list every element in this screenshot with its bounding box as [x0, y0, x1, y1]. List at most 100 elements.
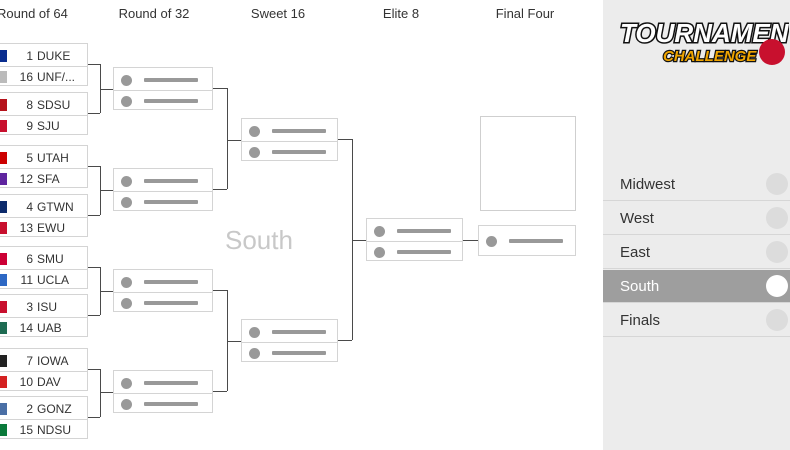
team-seed: 13 [19, 221, 33, 235]
sidebar-item-west[interactable]: West [603, 202, 790, 235]
gonz-logo-icon [0, 403, 7, 415]
round-header: Elite 8 [382, 6, 420, 21]
tournament-challenge-logo: TOURNAMENT TOURNAMENT CHALLENGE CHALLENG… [619, 17, 790, 67]
sdsu-logo-icon [0, 99, 7, 111]
divider [114, 292, 212, 293]
bracket-connector [213, 290, 227, 291]
divider [114, 90, 212, 91]
bracket-connector [227, 140, 241, 141]
bracket-connector [88, 215, 100, 216]
empty-pick-slot[interactable] [479, 231, 575, 251]
final-four-placeholder [480, 116, 576, 211]
pick-placeholder-bar [272, 330, 326, 334]
divider [114, 393, 212, 394]
isu-logo-icon [0, 301, 7, 313]
bracket-connector [88, 369, 100, 370]
empty-pick-slot[interactable] [114, 373, 212, 393]
team-name: SFA [37, 172, 60, 186]
sidebar-item-label: South [620, 278, 660, 295]
uab-logo-icon [0, 322, 7, 334]
bracket-connector [88, 64, 100, 65]
pick-placeholder-bar [144, 381, 198, 385]
iowa-logo-icon [0, 355, 7, 367]
pick-placeholder-bar [144, 200, 198, 204]
team-name: DUKE [37, 49, 71, 63]
empty-pick-slot[interactable] [114, 91, 212, 111]
empty-pick-slot[interactable] [242, 343, 337, 363]
empty-pick-slot[interactable] [114, 70, 212, 90]
round-header: Sweet 16 [250, 6, 306, 21]
divider [0, 317, 87, 318]
empty-pick-slot[interactable] [114, 171, 212, 191]
divider [0, 168, 87, 169]
sidebar-item-east[interactable]: East [603, 236, 790, 269]
pick-placeholder-bar [144, 280, 198, 284]
empty-pick-slot[interactable] [114, 192, 212, 212]
sju-logo-icon [0, 120, 7, 132]
status-circle-icon [766, 207, 788, 229]
team-name: UCLA [37, 273, 70, 287]
bracket-connector [338, 340, 352, 341]
status-circle-icon [766, 309, 788, 331]
sidebar-item-finals[interactable]: Finals [603, 304, 790, 337]
sidebar-item-label: Finals [620, 312, 661, 329]
matchup-round-of-32 [113, 168, 213, 211]
status-circle-icon [766, 173, 788, 195]
pick-circle-icon [121, 175, 132, 187]
ewu-logo-icon [0, 222, 7, 234]
empty-pick-slot[interactable] [242, 142, 337, 162]
bracket-connector [88, 113, 100, 114]
team-seed: 6 [26, 252, 33, 266]
sidebar-item-south[interactable]: South [603, 270, 790, 303]
status-circle-icon [766, 241, 788, 263]
ndsu-logo-icon [0, 424, 7, 436]
empty-pick-slot[interactable] [367, 242, 462, 262]
team-name: SJU [37, 119, 60, 133]
team-seed: 5 [26, 151, 33, 165]
matchup-round-of-32 [113, 370, 213, 413]
empty-pick-slot[interactable] [242, 121, 337, 141]
team-slot[interactable]: 1 DUKE [0, 46, 87, 66]
empty-pick-slot[interactable] [114, 293, 212, 313]
team-slot[interactable]: 5 UTAH [0, 148, 87, 168]
bracket-connector [100, 190, 113, 191]
empty-pick-slot[interactable] [114, 394, 212, 414]
pick-placeholder-bar [272, 129, 326, 133]
empty-pick-slot[interactable] [242, 322, 337, 342]
team-name: UTAH [37, 151, 69, 165]
team-name: GTWN [37, 200, 74, 214]
empty-pick-slot[interactable] [367, 221, 462, 241]
bracket-connector [88, 267, 100, 268]
team-seed: 1 [26, 49, 33, 63]
svg-text:TOURNAMENT: TOURNAMENT [620, 18, 789, 48]
pick-placeholder-bar [144, 179, 198, 183]
team-name: DAV [37, 375, 61, 389]
round-header: Final Four [495, 6, 555, 21]
sidebar-item-midwest[interactable]: Midwest [603, 168, 790, 201]
bracket-connector [88, 315, 100, 316]
pick-circle-icon [121, 398, 132, 410]
divider [0, 371, 87, 372]
empty-pick-slot[interactable] [114, 272, 212, 292]
pick-circle-icon [121, 196, 132, 208]
bracket-connector [100, 291, 113, 292]
